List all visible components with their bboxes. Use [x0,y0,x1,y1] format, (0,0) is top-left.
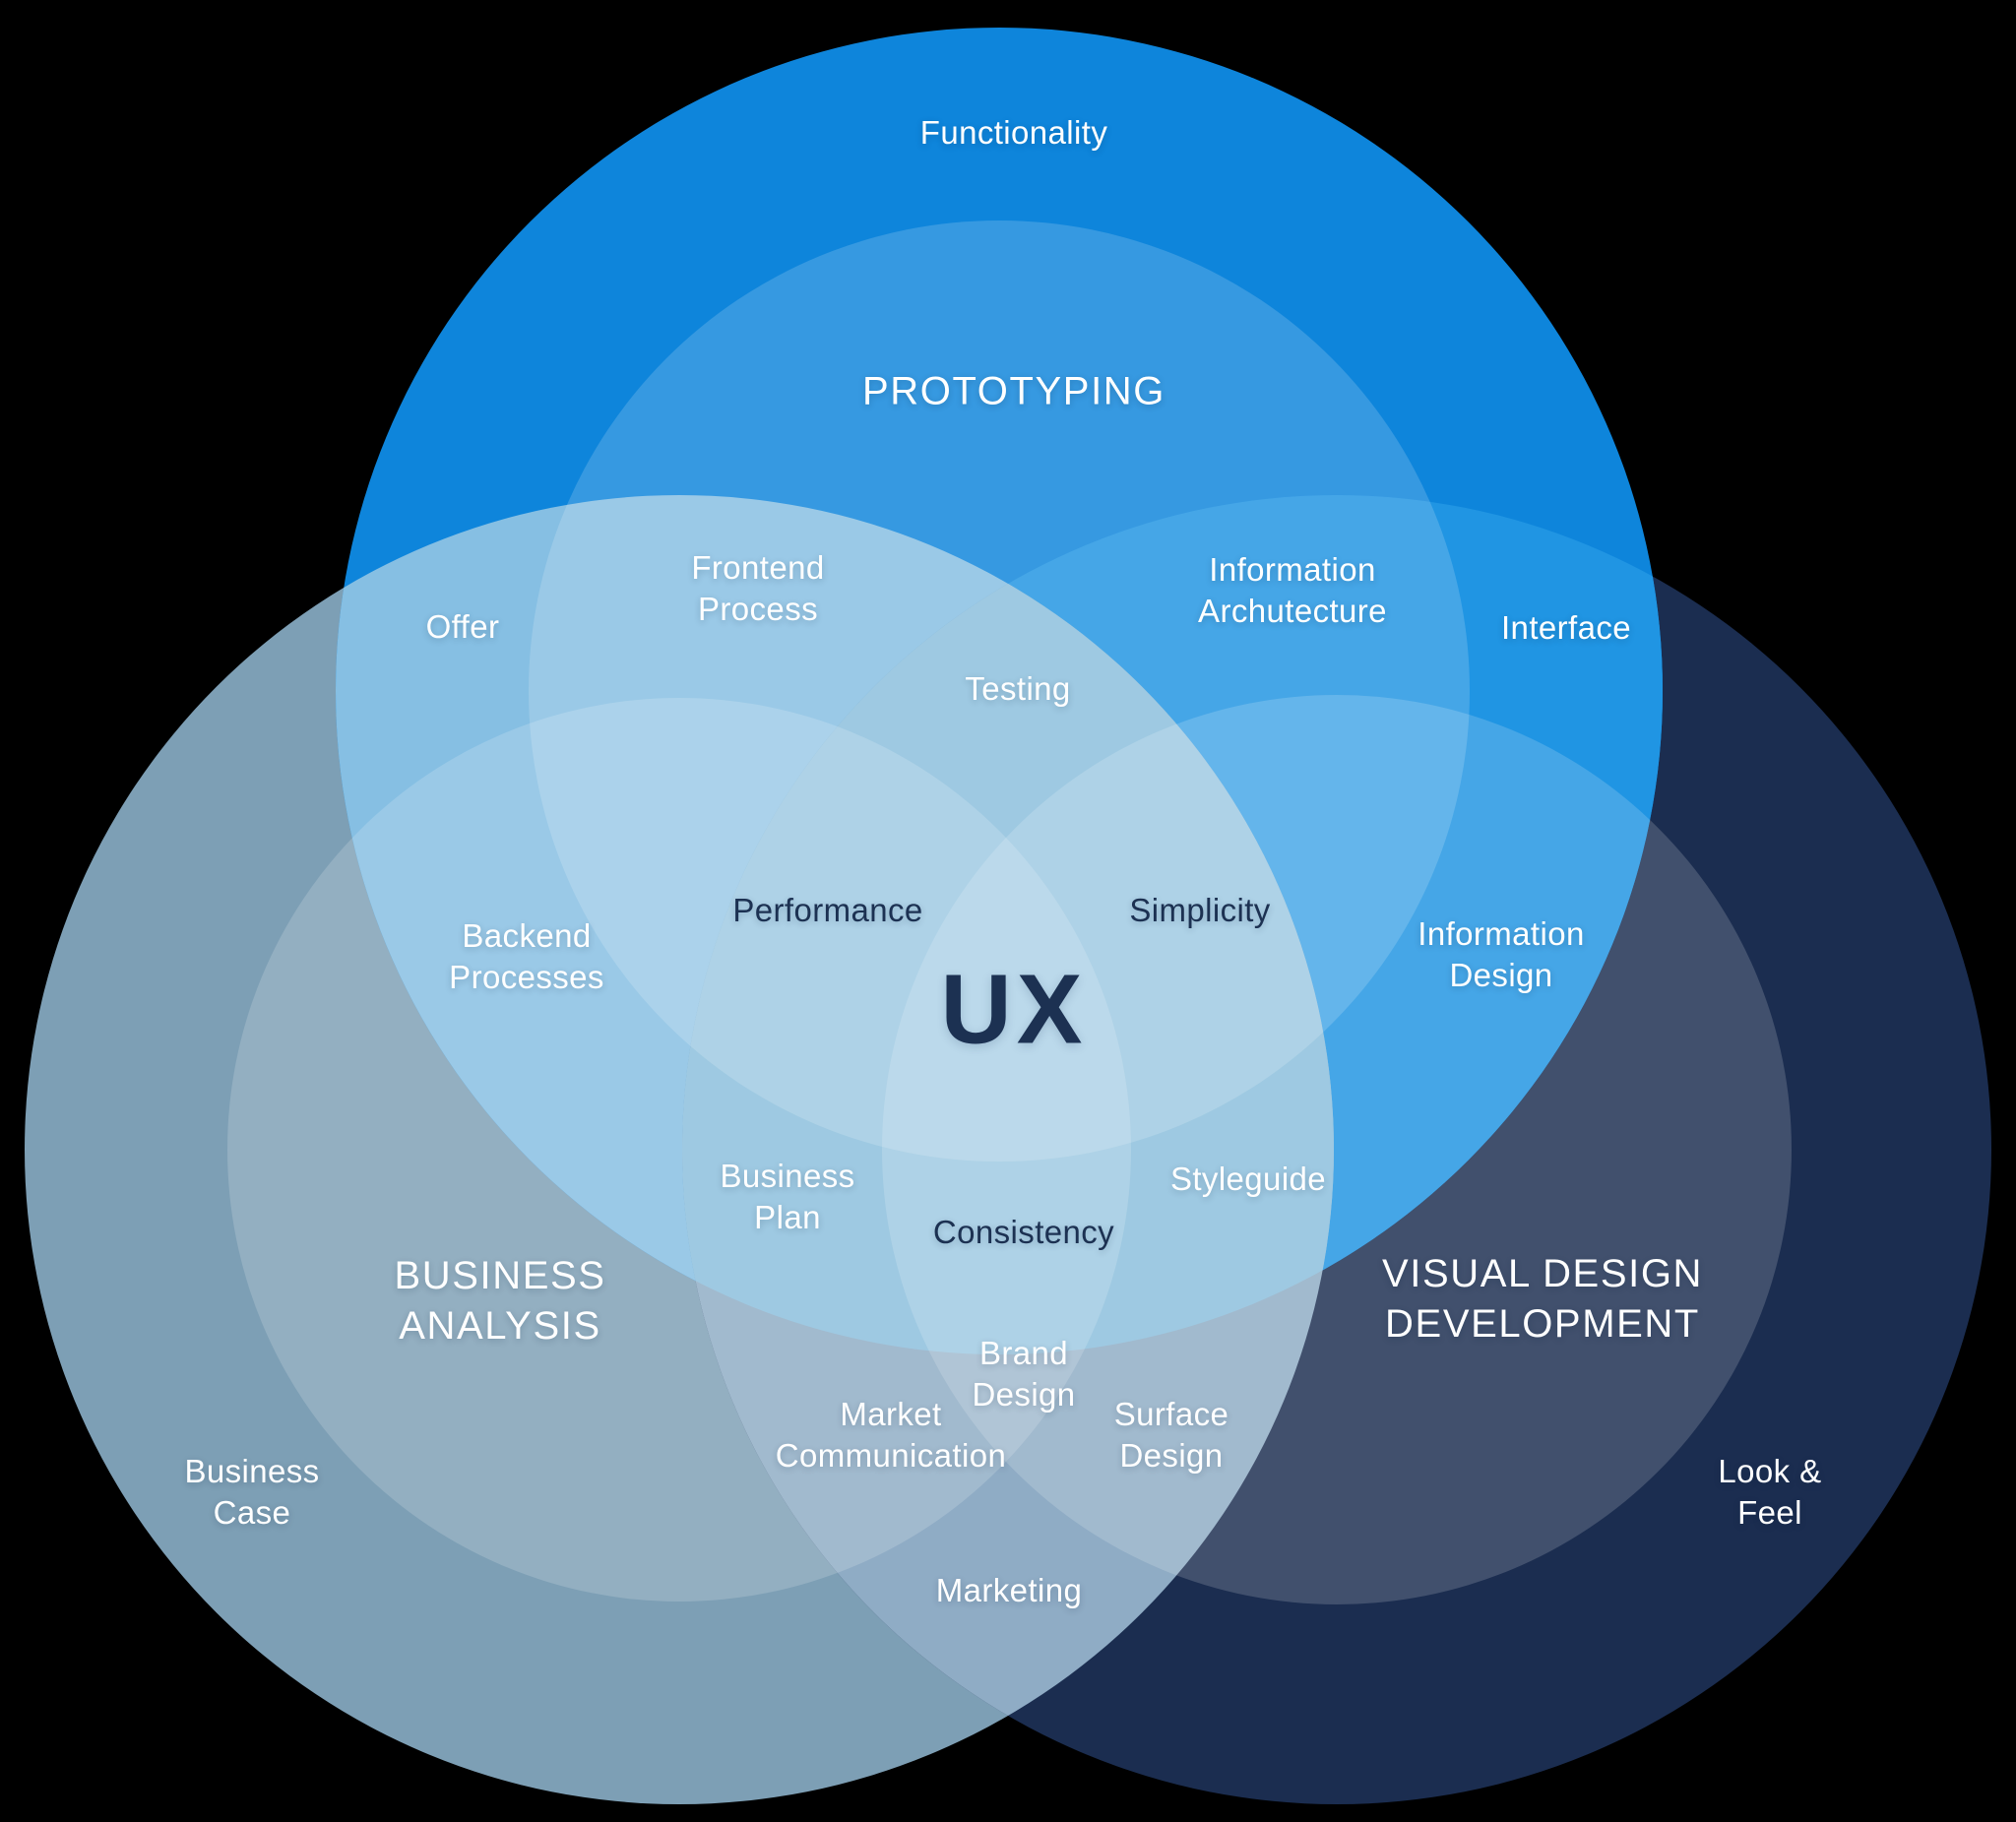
prototyping-inner-highlight [529,220,1470,1162]
visual-design-inner-highlight [882,695,1792,1604]
label-offer: Offer [425,608,500,646]
set-title-prototyping: PROTOTYPING [861,369,1166,413]
label-testing: Testing [965,670,1071,708]
set-title-visual-design-development: VISUAL DESIGN DEVELOPMENT [1381,1252,1704,1346]
center-label-ux: UX [940,954,1088,1065]
label-information-archutecture: Information Archutecture [1198,551,1387,629]
label-simplicity: Simplicity [1129,892,1271,929]
label-marketing: Marketing [935,1572,1083,1609]
label-information-design: Information Design [1418,915,1585,993]
set-title-business-analysis: BUSINESS ANALYSIS [394,1254,606,1348]
label-surface-design: Surface Design [1113,1396,1229,1474]
label-look-and-feel: Look & Feel [1718,1453,1822,1531]
label-consistency: Consistency [932,1214,1115,1251]
label-performance: Performance [732,892,923,929]
business-analysis-inner-highlight [227,698,1131,1602]
label-functionality: Functionality [919,114,1108,152]
label-interface: Interface [1500,609,1632,647]
label-brand-design: Brand Design [972,1335,1076,1413]
label-business-case: Business Case [184,1453,320,1531]
label-business-plan: Business Plan [720,1158,855,1235]
label-frontend-process: Frontend Process [691,549,825,627]
label-styleguide: Styleguide [1169,1161,1327,1198]
label-backend-processes: Backend Processes [449,917,604,995]
label-market-communication: Market Communication [775,1396,1007,1474]
